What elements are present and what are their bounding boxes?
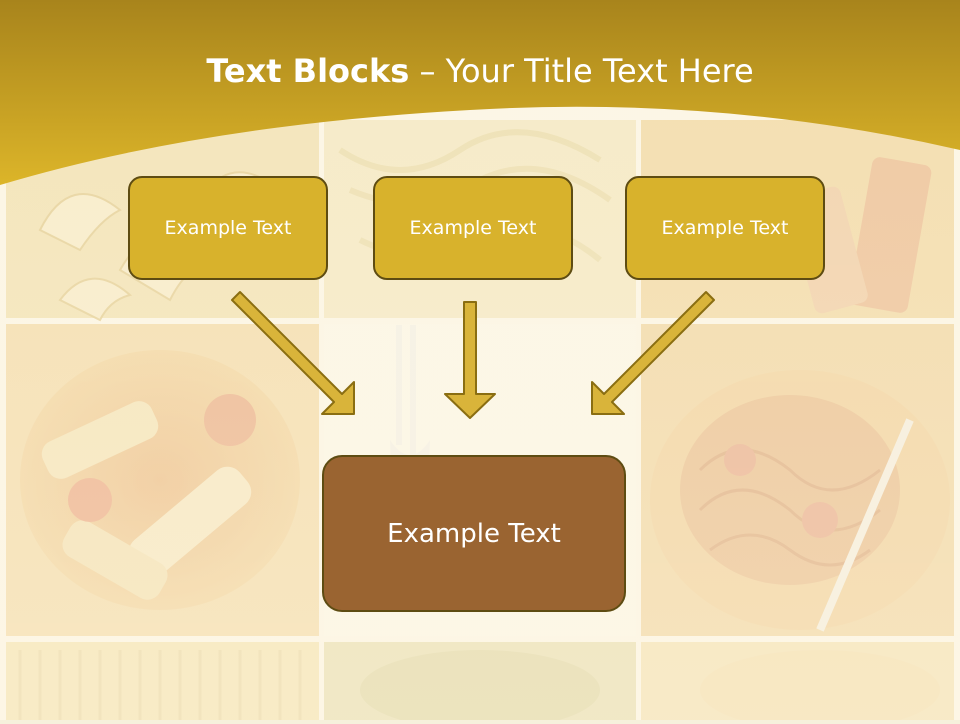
text-block-1[interactable]: Example Text <box>128 176 328 280</box>
slide-title-rest: – Your Title Text Here <box>409 52 754 90</box>
text-block-main[interactable]: Example Text <box>322 455 626 612</box>
text-block-3[interactable]: Example Text <box>625 176 825 280</box>
arrow-down-icon <box>444 301 496 419</box>
text-block-2[interactable]: Example Text <box>373 176 573 280</box>
arrow-left-icon <box>231 291 355 415</box>
header-wave <box>0 0 960 185</box>
slide-title: Text Blocks – Your Title Text Here <box>0 52 960 90</box>
header-band <box>0 0 960 200</box>
text-block-3-label: Example Text <box>661 217 789 239</box>
text-block-main-label: Example Text <box>387 518 561 549</box>
slide-title-bold: Text Blocks <box>206 52 410 90</box>
text-block-1-label: Example Text <box>164 217 292 239</box>
text-block-2-label: Example Text <box>409 217 537 239</box>
arrow-right-icon <box>591 291 715 415</box>
